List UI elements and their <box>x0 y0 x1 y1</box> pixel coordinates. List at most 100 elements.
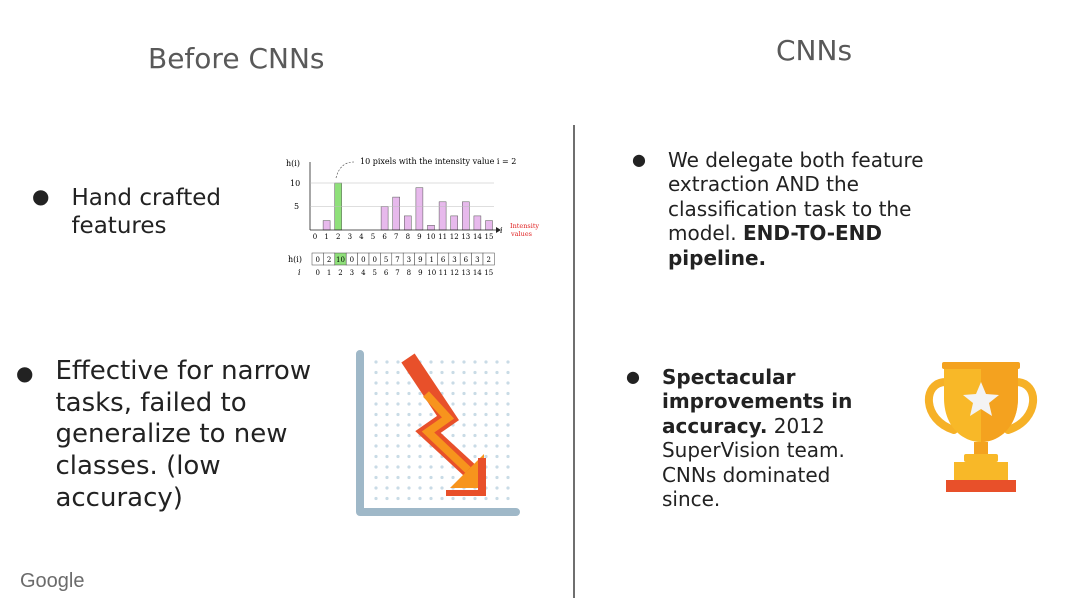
bullet-dot: ● <box>632 150 646 169</box>
grid-dot <box>385 475 389 480</box>
grid-dot <box>506 433 510 438</box>
grid-dot <box>495 412 499 417</box>
grid-dot <box>473 444 477 448</box>
grid-dot <box>506 381 510 385</box>
trend-line-highlight <box>421 391 471 473</box>
histogram-bar <box>427 225 435 231</box>
x-tick-label: 5 <box>371 233 375 241</box>
table-index: 15 <box>484 269 493 277</box>
grid-dot <box>385 381 389 385</box>
histogram-bar <box>462 201 470 231</box>
bullet-hand-crafted: ● Hand crafted features <box>32 184 252 240</box>
grid-dot <box>440 486 444 490</box>
grid-dot <box>385 454 389 459</box>
grid-dot <box>418 423 422 427</box>
grid-dot <box>495 402 499 406</box>
grid-dot <box>462 444 466 448</box>
table-index: 10 <box>427 269 436 277</box>
grid-dot <box>495 486 499 490</box>
grid-dot <box>506 465 510 469</box>
grid-dot <box>451 360 455 364</box>
table-cell <box>482 252 495 266</box>
grid-dot <box>495 433 499 438</box>
grid-dot <box>385 444 389 448</box>
grid-dot <box>440 381 444 385</box>
x-tick-label: 3 <box>348 233 352 241</box>
grid-dot <box>473 454 477 459</box>
table-index: 9 <box>418 269 422 277</box>
grid-dot <box>429 475 433 480</box>
grid-dot <box>473 370 477 375</box>
grid-dot <box>462 412 466 417</box>
grid-dot <box>396 454 400 459</box>
grid-dot <box>473 496 477 501</box>
table-value: 6 <box>464 256 469 264</box>
grid-dot <box>407 402 411 406</box>
x-tick-label: 13 <box>461 233 470 241</box>
x-axis-arrow <box>496 227 501 233</box>
grid-dot <box>462 381 466 385</box>
histogram-bar <box>485 220 493 231</box>
grid-dot <box>374 454 378 459</box>
grid-dot <box>484 370 488 375</box>
grid-dot <box>451 475 455 480</box>
table-index: 6 <box>384 269 389 277</box>
histogram-bar <box>438 201 447 231</box>
grid-dot <box>495 454 499 459</box>
grid-dot <box>385 402 389 406</box>
grid-dot <box>506 412 510 417</box>
grid-dot <box>506 370 510 375</box>
grid-dot <box>462 370 466 375</box>
bullet-text-bold: END-TO-END pipeline. <box>667 221 883 270</box>
table-value: 2 <box>327 256 331 264</box>
bullet-dot: ● <box>626 367 640 386</box>
grid-dot <box>385 486 389 490</box>
right-heading: CNNs <box>776 34 853 67</box>
grid-dot <box>396 370 400 375</box>
grid-dot <box>484 423 488 427</box>
trophy-cup-shade <box>981 366 1018 442</box>
table-index: 3 <box>350 269 354 277</box>
grid-dot <box>484 454 488 459</box>
grid-dot <box>385 370 389 375</box>
grid-dot <box>484 360 488 364</box>
table-value: 1 <box>429 256 433 264</box>
x-tick-label: 12 <box>450 233 459 241</box>
grid-dot <box>396 423 400 427</box>
grid-dot <box>396 475 400 480</box>
trophy-rim <box>942 362 1020 369</box>
table-value: 0 <box>361 256 365 264</box>
x-tick-label: 10 <box>427 233 436 241</box>
bullet-effective-narrow: ● Effective for narrow tasks, failed to … <box>16 356 334 515</box>
grid-dot <box>506 454 510 459</box>
grid-dot <box>451 496 455 501</box>
grid-dot <box>440 360 444 364</box>
grid-dot <box>385 433 389 438</box>
axes-shape <box>356 350 520 516</box>
table-label-i: i <box>298 268 301 277</box>
grid-dot <box>407 412 411 417</box>
grid-dot <box>396 391 400 396</box>
grid-dot <box>473 381 477 385</box>
grid-dot <box>462 433 466 438</box>
y-axis-label: h(i) <box>286 159 300 168</box>
grid-dot <box>484 496 488 501</box>
histogram-bar <box>322 220 331 231</box>
grid-dot <box>374 381 378 385</box>
grid-dot <box>506 496 510 501</box>
google-logo: Google <box>20 570 85 592</box>
grid-dot <box>495 391 499 396</box>
grid-dot <box>396 381 400 385</box>
x-tick-label: 4 <box>359 233 364 241</box>
bullet-text: Spectacular improvements in accuracy. 20… <box>662 365 866 511</box>
grid-dot <box>495 475 499 480</box>
grid-dot <box>506 475 510 480</box>
trophy-plinth <box>946 480 1016 492</box>
grid-dot <box>374 360 378 364</box>
histogram-bar <box>415 187 424 231</box>
grid-dot <box>462 496 466 501</box>
grid-dot <box>374 402 378 406</box>
grid-dot <box>418 465 422 469</box>
grid-dot <box>506 444 510 448</box>
